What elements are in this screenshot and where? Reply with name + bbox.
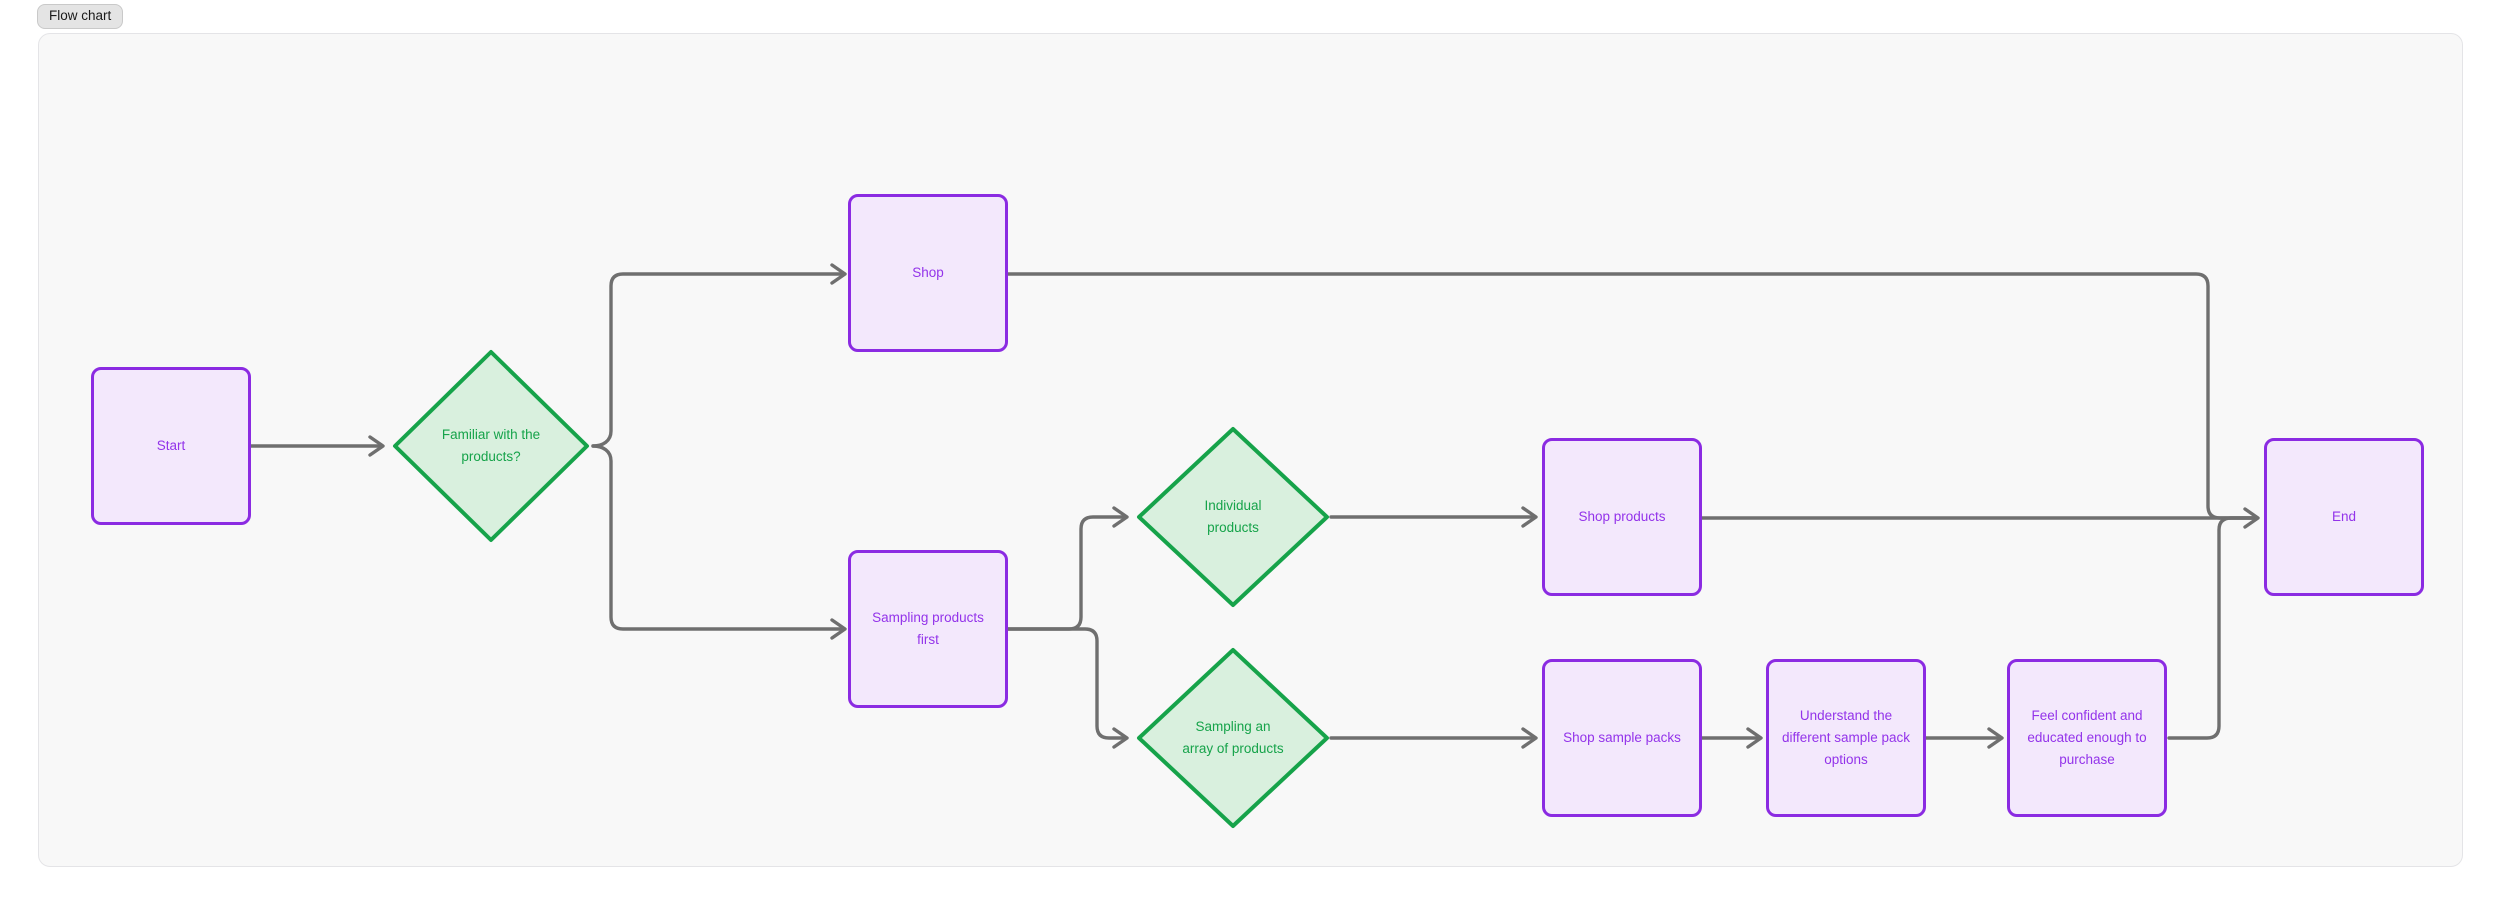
node-individual-products[interactable]: Individual products xyxy=(1135,425,1331,609)
node-individual-products-label: Individual products xyxy=(1204,498,1262,535)
node-shop-products[interactable]: Shop products xyxy=(1542,438,1702,596)
arrowhead-sampling-first xyxy=(830,618,847,640)
node-familiar-with-products-label: Familiar with the products? xyxy=(441,427,541,464)
edge-familiar-sampling-first xyxy=(591,444,844,631)
node-end-label: End xyxy=(2331,509,2357,524)
node-shop[interactable]: Shop xyxy=(848,194,1008,352)
node-sampling-array[interactable]: Sampling an array of products xyxy=(1135,646,1331,830)
node-sampling-array-label: Sampling an array of products xyxy=(1182,719,1284,756)
node-feel-confident-label: Feel confident and educated enough to pu… xyxy=(2027,708,2147,767)
arrowhead-sampling-array xyxy=(1112,727,1129,749)
node-shop-sample-packs[interactable]: Shop sample packs xyxy=(1542,659,1702,817)
arrowhead-feel-confident xyxy=(1987,727,2004,749)
arrowhead-shop-products xyxy=(1521,506,1538,528)
diamond-shape xyxy=(1137,648,1329,828)
node-shop-products-label: Shop products xyxy=(1578,509,1666,524)
flow-chart-badge: Flow chart xyxy=(37,4,124,29)
arrowhead-shop-sample-packs xyxy=(1521,727,1538,749)
node-shop-sample-packs-label: Shop sample packs xyxy=(1563,730,1681,745)
diagram-canvas: Start Shop Sampling products first Shop … xyxy=(38,33,2463,867)
node-start-label: Start xyxy=(156,438,186,453)
edge-familiar-shop xyxy=(591,272,844,448)
diamond-shape xyxy=(1137,427,1329,607)
arrowhead-familiar xyxy=(368,435,385,457)
node-understand-options[interactable]: Understand the different sample pack opt… xyxy=(1766,659,1926,817)
node-understand-options-label: Understand the different sample pack opt… xyxy=(1781,708,1911,767)
edge-feel-confident-end xyxy=(2167,516,2257,740)
node-end[interactable]: End xyxy=(2264,438,2424,596)
edge-sampling-first-sampling-array xyxy=(1006,627,1126,740)
edge-sampling-first-individual xyxy=(1006,515,1126,631)
arrowhead-end xyxy=(2243,507,2260,529)
node-sampling-products-first[interactable]: Sampling products first xyxy=(848,550,1008,708)
arrowhead-understand xyxy=(1746,727,1763,749)
node-feel-confident[interactable]: Feel confident and educated enough to pu… xyxy=(2007,659,2167,817)
node-start[interactable]: Start xyxy=(91,367,251,525)
diamond-shape xyxy=(393,350,589,542)
arrowhead-shop xyxy=(830,263,847,285)
arrowhead-individual xyxy=(1112,506,1129,528)
node-shop-label: Shop xyxy=(912,265,944,280)
node-sampling-products-first-label: Sampling products first xyxy=(872,610,984,647)
node-familiar-with-products[interactable]: Familiar with the products? xyxy=(391,348,591,544)
